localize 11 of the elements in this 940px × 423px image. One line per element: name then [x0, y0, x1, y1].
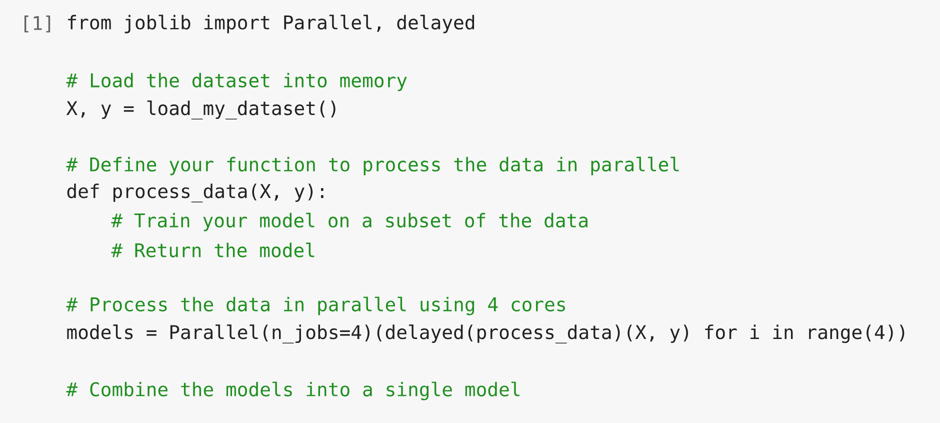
- code-comment: # Process the data in parallel using 4 cores: [66, 296, 565, 316]
- cell-counter: [1]: [24, 16, 50, 32]
- code-comment: # Return the model: [111, 242, 314, 258]
- code-comment: # Load the dataset into memory: [66, 72, 407, 92]
- code-line: X, y = load_my_dataset(): [66, 100, 336, 120]
- code-comment: # Combine the models into a single model: [66, 382, 520, 400]
- code-line: models = Parallel(n_jobs=4)(delayed(process_data)(X, y) for i in range(4)): [67, 324, 904, 344]
- code-line: from joblib import Parallel, delayed: [68, 14, 474, 34]
- code-line: def process_data(X, y):: [67, 184, 324, 202]
- code-comment: # Train your model on a subset of the data: [111, 212, 588, 232]
- code-comment: # Define your function to process the data in parallel: [66, 156, 679, 176]
